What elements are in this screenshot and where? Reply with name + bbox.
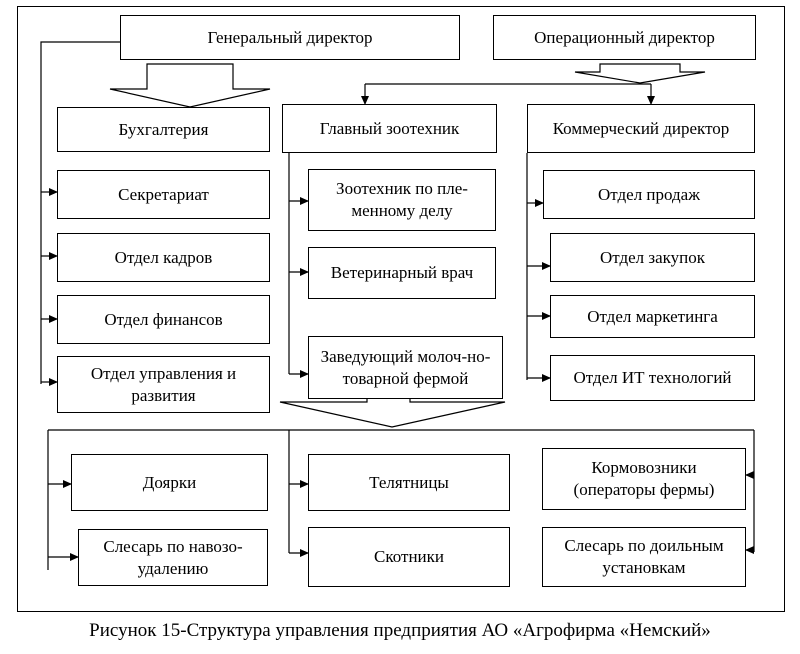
- calf-keepers-box: Телятницы: [308, 454, 510, 511]
- manure-removal-fitter-box: Слесарь по навозо-удалению: [78, 529, 268, 586]
- figure-caption: Рисунок 15-Структура управления предприя…: [89, 620, 711, 641]
- marketing-department-box: Отдел маркетинга: [550, 295, 755, 338]
- veterinarian-box: Ветеринарный врач: [308, 247, 496, 299]
- purchasing-department-label: Отдел закупок: [599, 247, 706, 267]
- veterinarian-label: Ветеринарный врач: [330, 263, 474, 282]
- chief-zootechnician-box: Главный зоотехник: [282, 104, 497, 153]
- commercial-director-label: Коммерческий директор: [552, 118, 730, 138]
- marketing-department-label: Отдел маркетинга: [587, 306, 718, 326]
- milking-equipment-fitter-label: Слесарь по доильным установкам: [564, 536, 724, 577]
- breeding-zootechnician-box: Зоотехник по пле-менному делу: [308, 169, 496, 231]
- management-development-label: Отдел управления и развития: [90, 363, 237, 405]
- milking-equipment-fitter-box: Слесарь по доильным установкам: [542, 527, 746, 587]
- secretariat-box: Секретариат: [57, 170, 270, 219]
- secretariat-label: Секретариат: [118, 184, 209, 204]
- calf-keepers-label: Телятницы: [369, 472, 449, 492]
- hr-department-box: Отдел кадров: [57, 233, 270, 282]
- management-development-box: Отдел управления и развития: [57, 356, 270, 413]
- general-director-box: Генеральный директор: [120, 15, 460, 60]
- feed-distributors-box: Кормовозники (операторы фермы): [542, 448, 746, 510]
- hr-department-label: Отдел кадров: [114, 247, 213, 267]
- purchasing-department-box: Отдел закупок: [550, 233, 755, 282]
- dairy-farm-head-box: Заведующий молоч-но-товарной фермой: [308, 336, 503, 399]
- diagram-frame: [17, 6, 785, 612]
- it-department-label: Отдел ИТ технологий: [573, 368, 732, 387]
- operational-director-box: Операционный директор: [493, 15, 756, 60]
- chief-zootechnician-label: Главный зоотехник: [319, 118, 460, 138]
- milkmaids-label: Доярки: [142, 472, 197, 492]
- accounting-box: Бухгалтерия: [57, 107, 270, 152]
- sales-department-label: Отдел продаж: [598, 184, 700, 204]
- cattlemen-box: Скотники: [308, 527, 510, 587]
- general-director-label: Генеральный директор: [207, 27, 373, 47]
- operational-director-label: Операционный директор: [534, 27, 715, 47]
- finance-department-box: Отдел финансов: [57, 295, 270, 344]
- accounting-label: Бухгалтерия: [118, 119, 209, 139]
- cattlemen-label: Скотники: [374, 547, 444, 566]
- it-department-box: Отдел ИТ технологий: [550, 355, 755, 401]
- commercial-director-box: Коммерческий директор: [527, 104, 755, 153]
- breeding-zootechnician-label: Зоотехник по пле-менному делу: [336, 179, 468, 220]
- feed-distributors-label: Кормовозники (операторы фермы): [573, 458, 715, 499]
- dairy-farm-head-label: Заведующий молоч-но-товарной фермой: [320, 346, 491, 388]
- manure-removal-fitter-label: Слесарь по навозо-удалению: [103, 536, 243, 578]
- finance-department-label: Отдел финансов: [104, 309, 223, 329]
- sales-department-box: Отдел продаж: [543, 170, 755, 219]
- milkmaids-box: Доярки: [71, 454, 268, 511]
